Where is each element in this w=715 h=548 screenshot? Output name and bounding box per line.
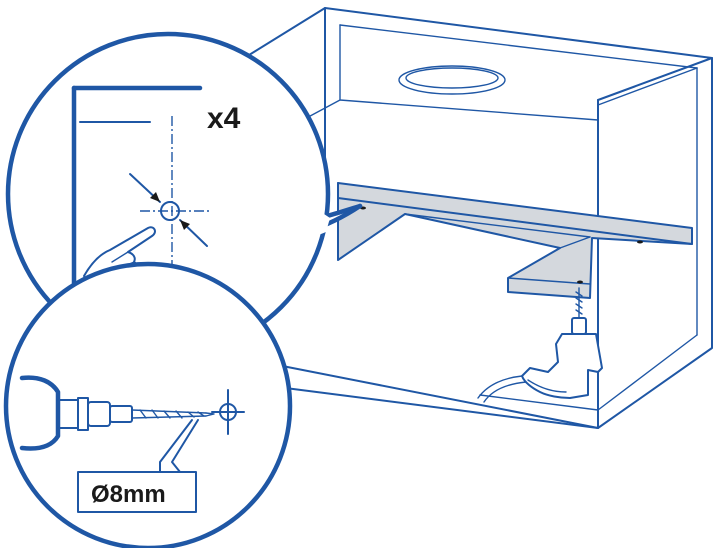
marking-detail-callout [5, 31, 363, 357]
quantity-label: x4 [207, 102, 241, 135]
cabinet-illustration [227, 7, 713, 429]
drilling-detail-callout [3, 261, 293, 548]
drill-icon [477, 287, 603, 403]
drill-size-label: Ø8mm [91, 481, 166, 508]
shelf [337, 182, 693, 299]
drill-bit-icon [131, 409, 215, 419]
crosshair-icon [211, 389, 245, 435]
